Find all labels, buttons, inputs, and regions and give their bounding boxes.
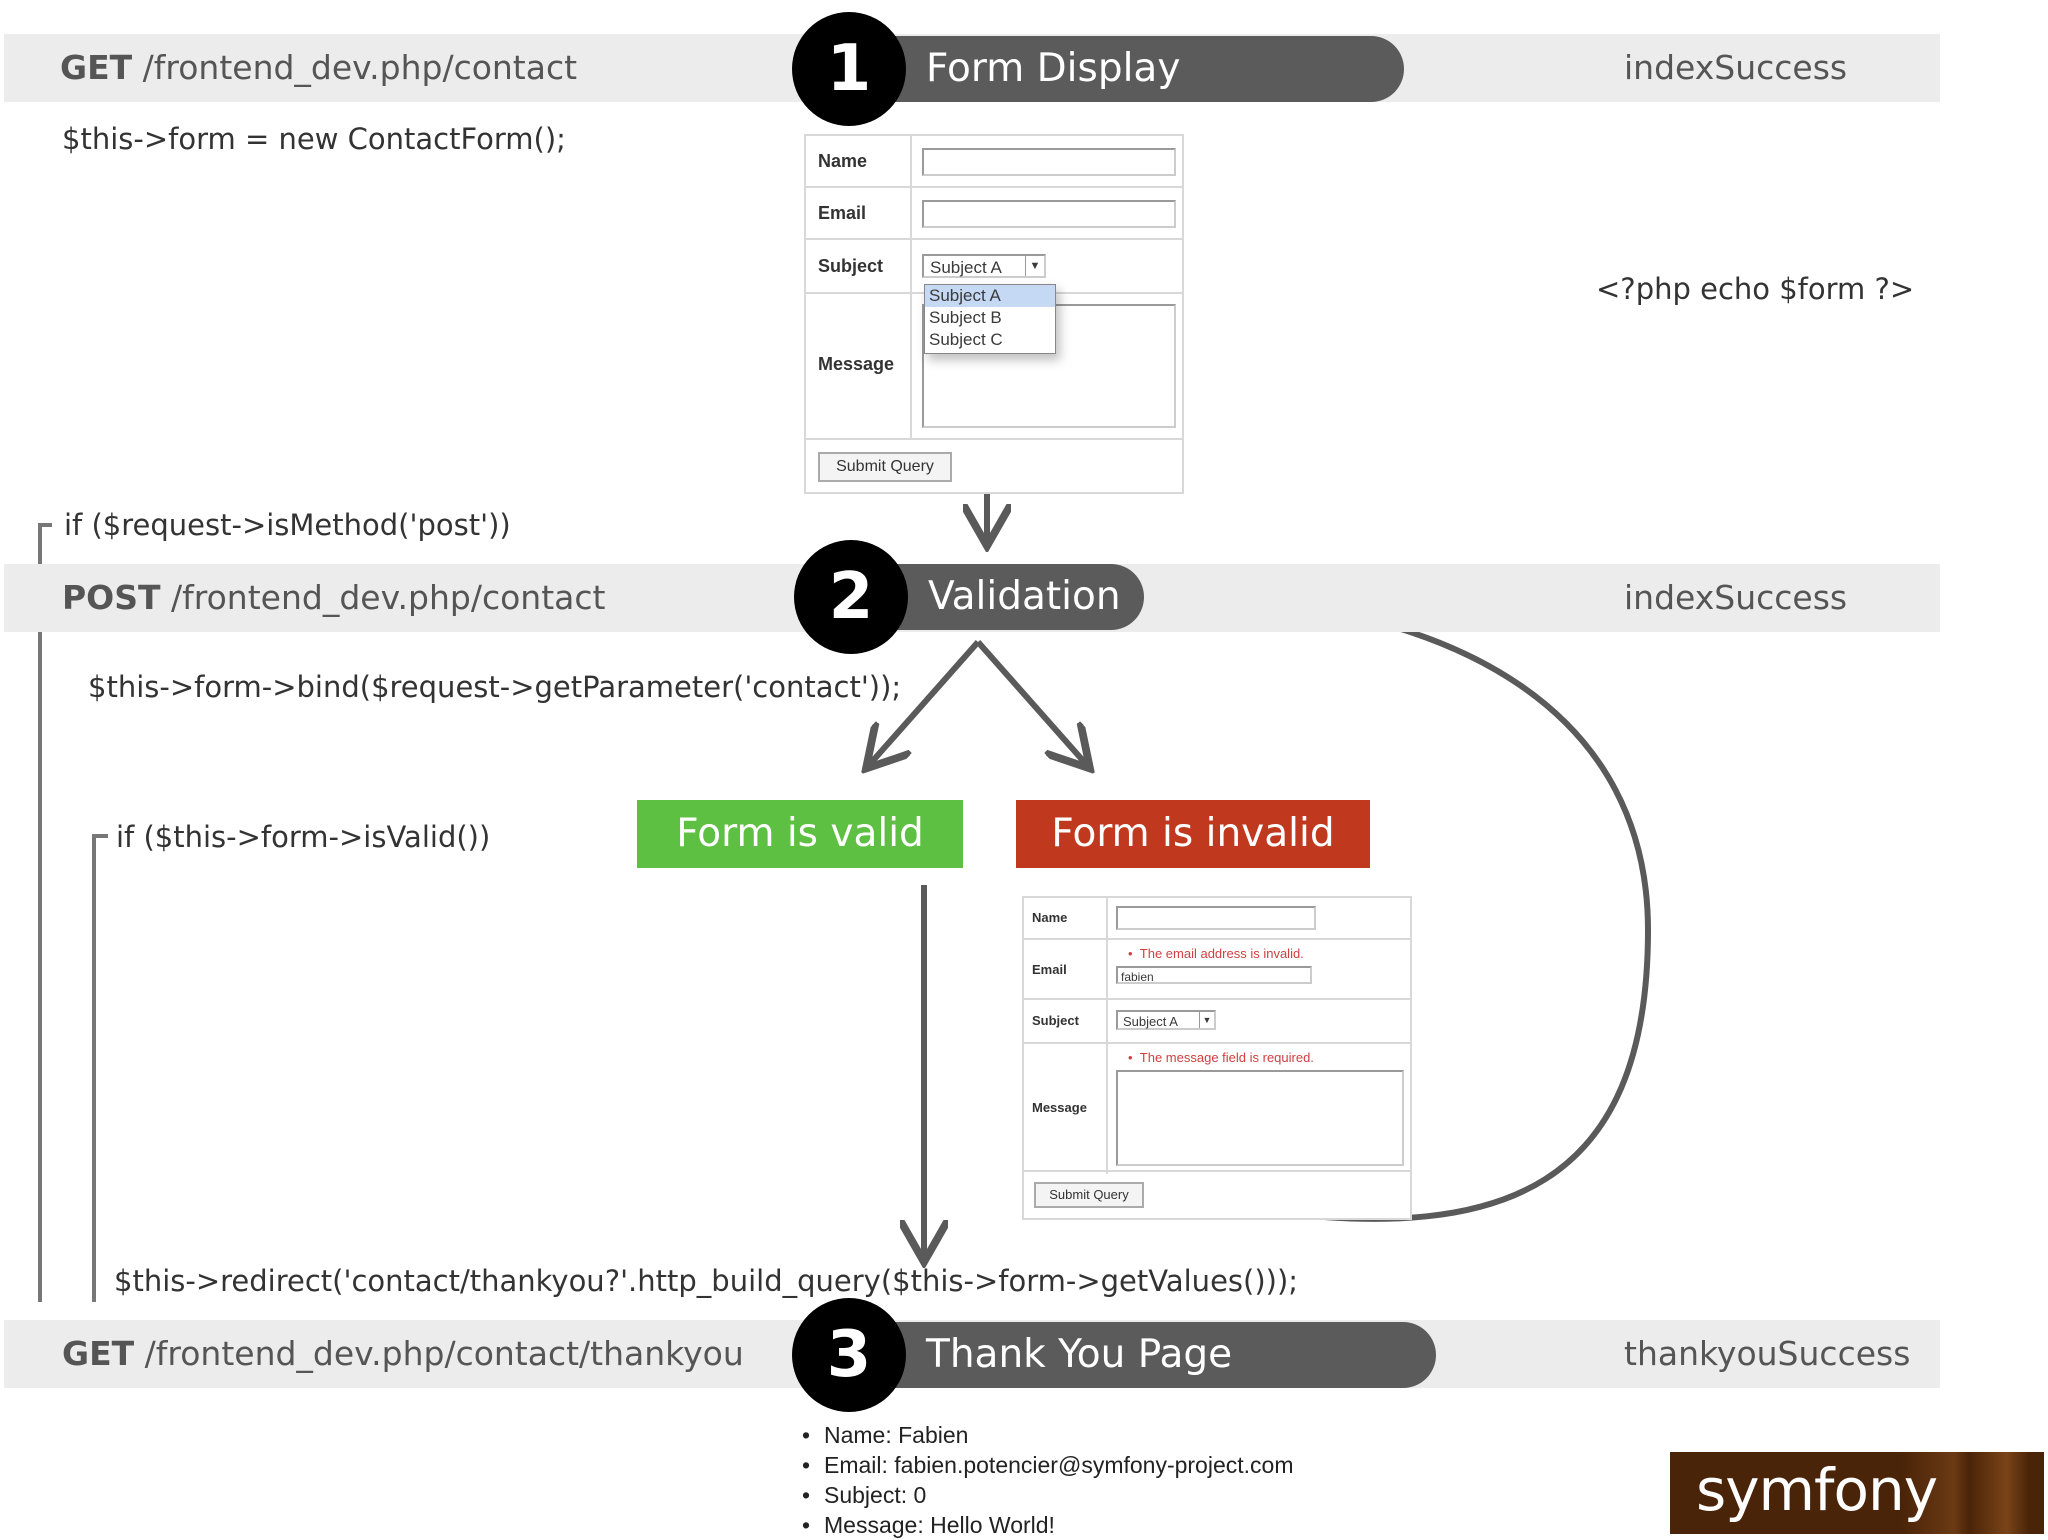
invalid-submit-button[interactable]: Submit Query — [1034, 1182, 1144, 1208]
step-3-template: thankyouSuccess — [1624, 1334, 1911, 1373]
form-label-subject: Subject — [818, 256, 884, 276]
arrow-to-invalid — [975, 640, 1086, 764]
chevron-down-icon[interactable]: ▼ — [1199, 1012, 1214, 1028]
invalid-label-subject: Subject — [1032, 1013, 1079, 1028]
step-3-number: 3 — [792, 1298, 906, 1412]
invalid-row-name: Name — [1024, 898, 1410, 940]
invalid-row-email: Email • The email address is invalid. fa… — [1024, 940, 1410, 1000]
step-1-number: 1 — [792, 12, 906, 126]
logo-background — [1670, 1452, 2044, 1534]
subject-selected-value: Subject A — [930, 258, 1002, 277]
list-item: Message: Hello World! — [800, 1510, 1293, 1540]
invalid-label-email: Email — [1032, 962, 1067, 977]
code-bind: $this->form->bind($request->getParameter… — [88, 670, 902, 704]
code-echo-form: <?php echo $form ?> — [1596, 272, 1915, 306]
valid-bracket-line — [92, 834, 108, 1302]
form-valid-badge: Form is valid — [637, 800, 963, 868]
form-invalid-badge: Form is invalid — [1016, 800, 1370, 868]
step-2-request: POST /frontend_dev.php/contact — [62, 578, 606, 617]
step-2-number: 2 — [794, 540, 908, 654]
invalid-subject-select[interactable]: Subject A ▼ — [1116, 1010, 1216, 1030]
email-error-message: • The email address is invalid. — [1128, 946, 1304, 961]
subject-option[interactable]: Subject C — [929, 330, 1003, 349]
code-new-form: $this->form = new ContactForm(); — [62, 122, 566, 156]
subject-select[interactable]: Subject A ▼ — [922, 254, 1046, 278]
contact-form-preview: Name Email Subject Subject A ▼ Message S… — [804, 134, 1184, 494]
step-3-request: GET /frontend_dev.php/contact/thankyou — [62, 1334, 744, 1373]
form-row-name: Name — [806, 136, 1182, 188]
form-row-email: Email — [806, 188, 1182, 240]
form-label-email: Email — [818, 203, 867, 223]
invalid-label-message: Message — [1032, 1100, 1087, 1115]
arrow-to-valid — [870, 640, 981, 764]
invalid-label-name: Name — [1032, 910, 1068, 925]
code-redirect: $this->redirect('contact/thankyou?'.http… — [114, 1264, 1299, 1298]
form-label-name: Name — [818, 151, 868, 171]
step-3-title: Thank You Page — [808, 1322, 1436, 1388]
invalid-form-preview: Name Email • The email address is invali… — [1022, 896, 1412, 1220]
name-input[interactable] — [922, 148, 1176, 176]
chevron-down-icon[interactable]: ▼ — [1025, 256, 1044, 276]
invalid-name-input[interactable] — [1116, 906, 1316, 930]
subject-option[interactable]: Subject A — [925, 285, 1055, 307]
invalid-row-subject: Subject Subject A ▼ — [1024, 1000, 1410, 1044]
invalid-subject-value: Subject A — [1123, 1014, 1178, 1029]
form-label-message: Message — [818, 354, 895, 374]
email-input[interactable] — [922, 200, 1176, 228]
list-item: Email: fabien.potencier@symfony-project.… — [800, 1450, 1293, 1480]
thankyou-values-list: Name: Fabien Email: fabien.potencier@sym… — [800, 1420, 1293, 1540]
submit-button[interactable]: Submit Query — [818, 452, 952, 482]
subject-dropdown-list: Subject A Subject B Subject C — [924, 284, 1056, 354]
invalid-message-textarea[interactable] — [1116, 1070, 1404, 1166]
step-2-template: indexSuccess — [1624, 578, 1848, 617]
step-1-title: Form Display — [808, 36, 1404, 102]
code-is-post: if ($request->isMethod('post')) — [64, 508, 511, 542]
post-bracket-line — [38, 523, 52, 1302]
message-error-message: • The message field is required. — [1128, 1050, 1314, 1065]
subject-option[interactable]: Subject B — [929, 308, 1002, 327]
invalid-row-message: Message • The message field is required. — [1024, 1044, 1410, 1172]
invalid-email-input[interactable]: fabien — [1116, 966, 1312, 984]
symfony-logo: symfony — [1670, 1452, 2044, 1534]
list-item: Subject: 0 — [800, 1480, 1293, 1510]
logo-text: symfony — [1696, 1456, 1938, 1524]
step-1-request: GET /frontend_dev.php/contact — [60, 48, 578, 87]
list-item: Name: Fabien — [800, 1420, 1293, 1450]
code-is-valid: if ($this->form->isValid()) — [116, 820, 491, 854]
step-1-template: indexSuccess — [1624, 48, 1848, 87]
